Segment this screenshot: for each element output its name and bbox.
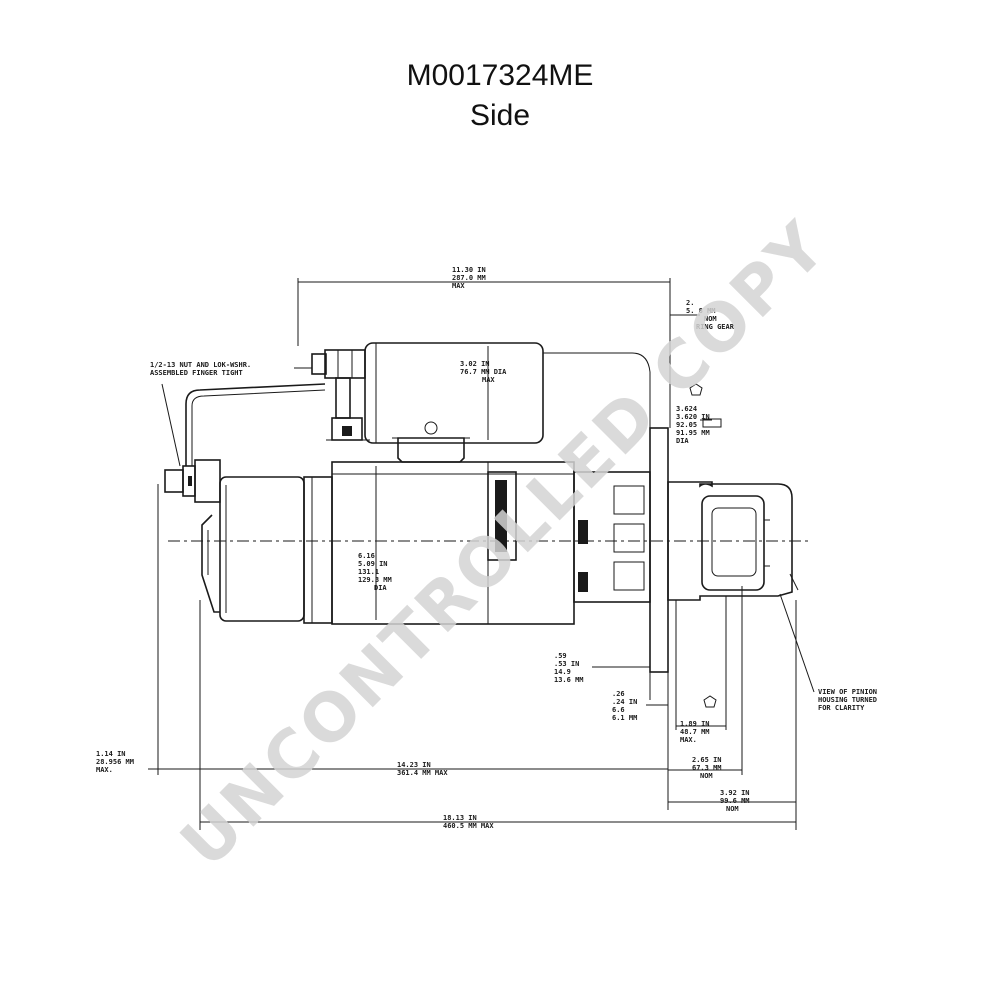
dim-ring-gear-line2: 5. 8 MM bbox=[686, 307, 716, 315]
dim-ring-gear-line3: NOM bbox=[704, 315, 717, 323]
dim-solenoid-dia: 3.02 IN 76.7 MM DIA MAX bbox=[460, 360, 507, 384]
pinion-view-note-line2: HOUSING TURNED bbox=[818, 696, 877, 704]
terminal-note: 1/2-13 NUT AND LOK-WSHR. ASSEMBLED FINGE… bbox=[150, 361, 251, 377]
dim-motor-dia-line4: 129.3 MM bbox=[358, 576, 392, 584]
dim-overall-top: 11.30 IN 287.0 MM MAX bbox=[452, 266, 486, 290]
mounting-flange bbox=[649, 427, 669, 673]
dim-nose-total-line2: 99.6 MM bbox=[720, 797, 750, 805]
dim-ring-gear-line4: RING GEAR bbox=[696, 323, 735, 331]
dim-pilot-dia-line5: DIA bbox=[676, 437, 689, 445]
dim-solenoid-dia-line3: MAX bbox=[482, 376, 495, 384]
dim-overall-bottom-line2: 460.5 MM MAX bbox=[443, 822, 494, 830]
dim-pilot-dia-line4: 91.95 MM bbox=[676, 429, 710, 437]
dim-nose-len-line3: NOM bbox=[700, 772, 713, 780]
dim-flange-thk-line2: .53 IN bbox=[554, 660, 579, 668]
solenoid bbox=[364, 342, 651, 444]
title-block: M0017324ME Side bbox=[0, 56, 1000, 136]
dim-terminal-offset-line1: 1.14 IN bbox=[96, 750, 126, 758]
dim-pinion-offset: .26 .24 IN 6.6 6.1 MM bbox=[612, 690, 637, 722]
dim-pinion-offset-line1: .26 bbox=[612, 690, 625, 698]
dim-solenoid-dia-line1: 3.02 IN bbox=[460, 360, 490, 368]
dim-overall-bottom: 18.13 IN 460.5 MM MAX bbox=[443, 814, 494, 830]
dim-terminal-offset-line3: MAX. bbox=[96, 766, 113, 774]
rear-terminal-stud bbox=[164, 459, 221, 503]
dim-terminal-offset: 1.14 IN 28.956 MM MAX. bbox=[96, 750, 134, 774]
dim-motor-dia-line2: 5.09 IN bbox=[358, 560, 388, 568]
dim-pilot-dia-line2: 3.620 IN bbox=[676, 413, 710, 421]
dim-pinion-len-line2: 48.7 MM bbox=[680, 728, 710, 736]
dim-flange-thk-line3: 14.9 bbox=[554, 668, 571, 676]
pinion-view-note-line3: FOR CLARITY bbox=[818, 704, 865, 712]
connector-strap bbox=[326, 377, 370, 441]
terminal-note-line2: ASSEMBLED FINGER TIGHT bbox=[150, 369, 243, 377]
dim-flange-thk-line1: .59 bbox=[554, 652, 567, 660]
pinion-view-note: VIEW OF PINION HOUSING TURNED FOR CLARIT… bbox=[818, 688, 877, 712]
dim-body-len-line2: 361.4 MM MAX bbox=[397, 769, 448, 777]
dim-pinion-offset-line3: 6.6 bbox=[612, 706, 625, 714]
rear-band bbox=[303, 476, 333, 624]
dim-ring-gear: 2. 5. 8 MM NOM RING GEAR bbox=[686, 299, 735, 331]
view-subtitle: Side bbox=[469, 99, 531, 132]
dim-solenoid-dia-line2: 76.7 MM DIA bbox=[460, 368, 507, 376]
dim-pilot-dia: 3.624 3.620 IN 92.05 91.95 MM DIA bbox=[676, 405, 710, 445]
dim-overall-top-line1: 11.30 IN bbox=[452, 266, 486, 274]
dim-motor-dia: 6.16 5.09 IN 131.1 129.3 MM DIA bbox=[358, 552, 392, 592]
dim-nose-len-line2: 67.3 MM bbox=[692, 764, 722, 772]
dim-overall-top-line3: MAX bbox=[452, 282, 465, 290]
uncontrolled-copy-watermark: UNCONTROLLED COPY bbox=[166, 206, 842, 882]
dim-flange-thk-line4: 13.6 MM bbox=[554, 676, 584, 684]
cable bbox=[185, 383, 326, 466]
dim-pinion-offset-line4: 6.1 MM bbox=[612, 714, 637, 722]
dim-pilot-dia-line1: 3.624 bbox=[676, 405, 697, 413]
dim-pinion-len: 1.89 IN 48.7 MM MAX. bbox=[680, 720, 710, 744]
dim-body-len-line1: 14.23 IN bbox=[397, 761, 431, 769]
dim-overall-bottom-line1: 18.13 IN bbox=[443, 814, 477, 822]
dim-motor-dia-line5: DIA bbox=[374, 584, 387, 592]
dim-pinion-len-line1: 1.89 IN bbox=[680, 720, 710, 728]
rear-end-cap bbox=[219, 476, 305, 622]
dim-nose-total-line1: 3.92 IN bbox=[720, 789, 750, 797]
dim-terminal-offset-line2: 28.956 MM bbox=[96, 758, 134, 766]
pinion-view-note-line1: VIEW OF PINION bbox=[818, 688, 877, 696]
solenoid-terminal bbox=[311, 349, 366, 379]
dim-ring-gear-line1: 2. bbox=[686, 299, 694, 307]
dim-motor-dia-line3: 131.1 bbox=[358, 568, 379, 576]
dim-pinion-offset-line2: .24 IN bbox=[612, 698, 637, 706]
dim-pinion-len-line3: MAX. bbox=[680, 736, 697, 744]
dim-pilot-dia-line3: 92.05 bbox=[676, 421, 697, 429]
dim-flange-thk: .59 .53 IN 14.9 13.6 MM bbox=[554, 652, 584, 684]
datum-markers bbox=[689, 383, 717, 708]
dim-nose-total: 3.92 IN 99.6 MM NOM bbox=[720, 789, 750, 813]
part-number-title: M0017324ME bbox=[406, 59, 594, 92]
rear-foot-bracket bbox=[201, 514, 220, 613]
dim-nose-len-line1: 2.65 IN bbox=[692, 756, 722, 764]
brush-window bbox=[487, 471, 517, 561]
terminal-note-line1: 1/2-13 NUT AND LOK-WSHR. bbox=[150, 361, 251, 369]
dim-motor-dia-line1: 6.16 bbox=[358, 552, 375, 560]
dim-nose-len: 2.65 IN 67.3 MM NOM bbox=[692, 756, 722, 780]
dimension-lines bbox=[148, 278, 815, 830]
dim-nose-total-line3: NOM bbox=[726, 805, 739, 813]
dim-overall-top-line2: 287.0 MM bbox=[452, 274, 486, 282]
pinion-housing bbox=[667, 481, 799, 601]
solenoid-mount-bracket bbox=[392, 421, 470, 463]
dim-body-len: 14.23 IN 361.4 MM MAX bbox=[397, 761, 448, 777]
